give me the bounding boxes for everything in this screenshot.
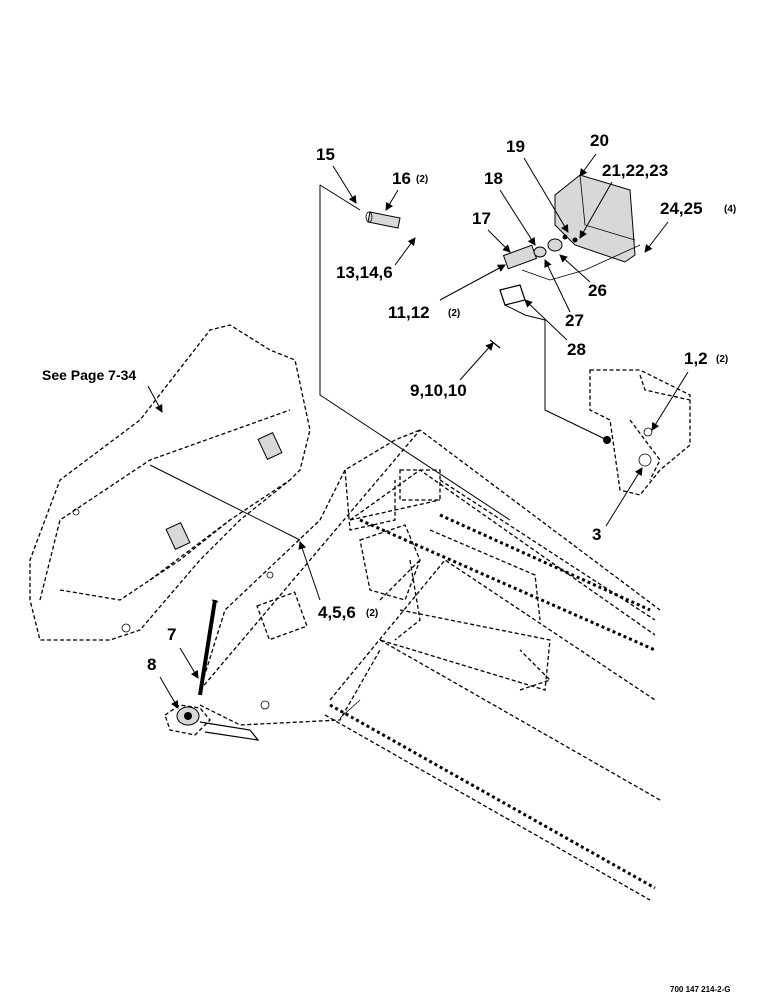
header-chain	[359, 518, 656, 652]
figure-reference: 700 147 214-2-G	[670, 985, 731, 994]
callout-13: 13,14,6	[336, 237, 416, 282]
callout-see-page: See Page 7-34	[42, 367, 163, 413]
svg-text:11,12: 11,12	[388, 303, 430, 322]
callout-28: 28	[524, 299, 586, 359]
shaft-7	[198, 599, 219, 696]
svg-text:1,2: 1,2	[684, 349, 708, 368]
callout-1: 1,2 (2)	[651, 349, 728, 431]
svg-text:7: 7	[167, 625, 176, 644]
callout-20: 20	[579, 131, 609, 177]
callout-11: 11,12 (2)	[388, 264, 506, 322]
svg-text:20: 20	[590, 131, 609, 150]
svg-text:21,22,23: 21,22,23	[602, 161, 668, 180]
svg-text:26: 26	[588, 281, 607, 300]
pin-16	[365, 211, 401, 229]
svg-text:9,10,10: 9,10,10	[410, 381, 467, 400]
svg-text:24,25: 24,25	[660, 199, 703, 218]
callout-21: 21,22,23	[579, 161, 668, 239]
callout-17: 17	[472, 209, 511, 253]
svg-text:(2): (2)	[366, 608, 378, 619]
end-panel	[199, 429, 441, 710]
lower-rail	[439, 513, 651, 612]
callout-4: 4,5,6 (2)	[298, 541, 378, 622]
callout-15: 15	[316, 145, 357, 204]
svg-text:See Page 7-34: See Page 7-34	[42, 367, 136, 383]
exploded-view-lines	[149, 184, 608, 541]
svg-text:(4): (4)	[724, 204, 736, 215]
hub-8	[164, 704, 260, 741]
header-frame	[199, 429, 661, 801]
bracket-assembly	[499, 174, 641, 306]
callout-27: 27	[544, 259, 584, 330]
svg-text:4,5,6: 4,5,6	[318, 603, 356, 622]
svg-text:19: 19	[506, 137, 525, 156]
svg-text:3: 3	[592, 525, 601, 544]
svg-text:13,14,6: 13,14,6	[336, 263, 393, 282]
cutter-bar	[324, 703, 656, 901]
svg-text:8: 8	[147, 655, 156, 674]
bolt-9	[489, 339, 501, 349]
svg-text:27: 27	[565, 311, 584, 330]
svg-text:(2): (2)	[416, 174, 428, 185]
callout-26: 26	[559, 254, 607, 300]
callout-7: 7	[167, 625, 199, 679]
drive-gearbox	[589, 369, 691, 496]
callout-3: 3	[592, 467, 643, 544]
callout-16: 16 (2)	[385, 169, 428, 211]
callout-18: 18	[484, 169, 536, 246]
svg-text:(2): (2)	[448, 308, 460, 319]
callout-8: 8	[147, 655, 179, 709]
svg-text:(2): (2)	[716, 354, 728, 365]
callout-19: 19	[506, 137, 569, 233]
svg-text:18: 18	[484, 169, 503, 188]
svg-text:17: 17	[472, 209, 491, 228]
svg-text:15: 15	[316, 145, 335, 164]
callout-24: 24,25 (4)	[644, 199, 736, 253]
left-shield	[29, 324, 311, 641]
callout-9: 9,10,10	[410, 342, 494, 400]
svg-text:28: 28	[567, 340, 586, 359]
svg-text:16: 16	[392, 169, 411, 188]
